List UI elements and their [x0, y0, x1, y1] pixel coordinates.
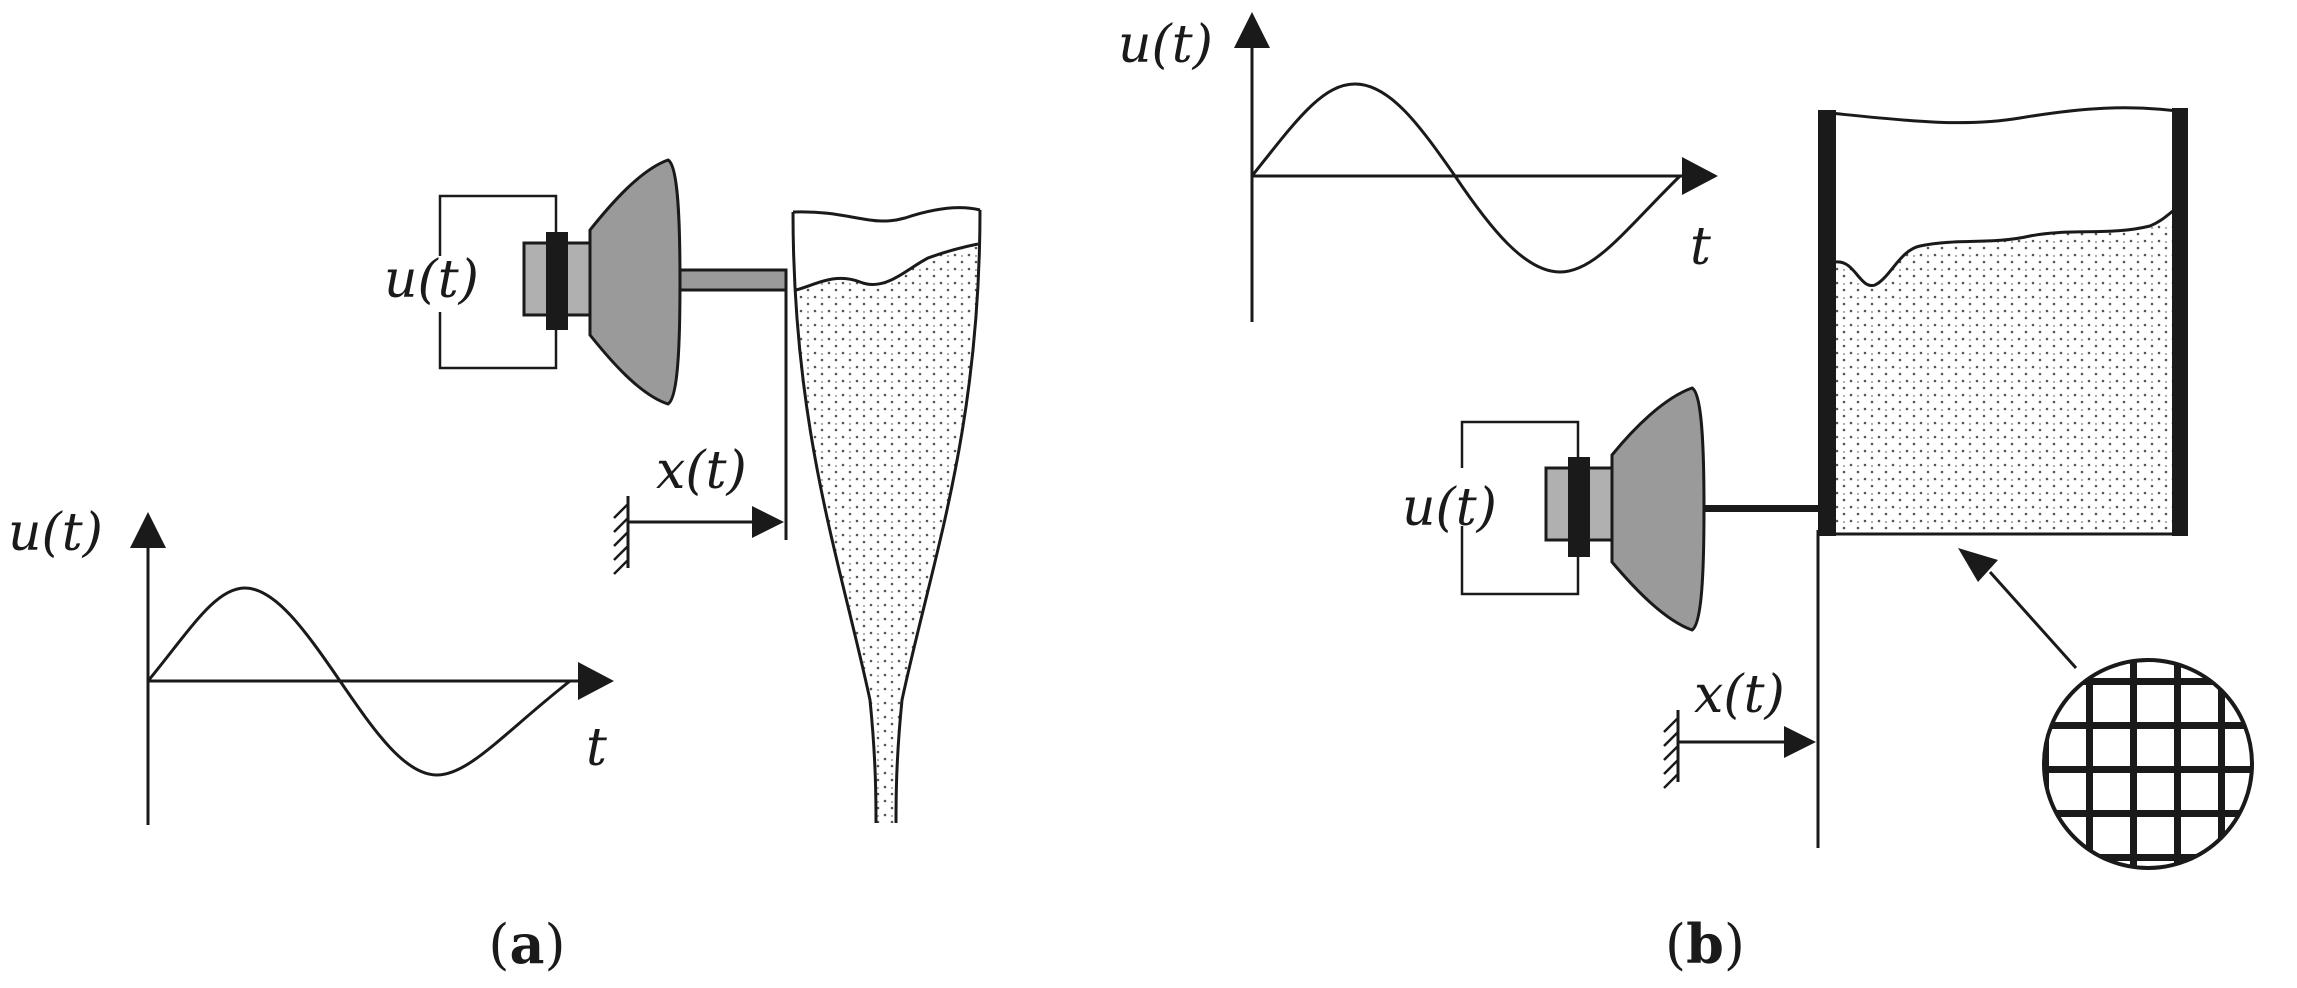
panel-b-mesh-circle: [2042, 658, 2254, 870]
panel-a-cone: [588, 158, 682, 406]
panel-a-wire-top: [438, 194, 558, 256]
panel-b-granular-fill: [1836, 212, 2181, 534]
panel-b-mesh-detail: [1958, 548, 2254, 870]
panel-b-container-rim: [1819, 106, 2185, 125]
panel-a-tube: [791, 206, 982, 824]
panel-b-container: [1818, 106, 2188, 536]
panel-a-wire-bottom: [438, 312, 558, 370]
panel-b-coil: [1568, 457, 1590, 557]
panel-b-container-left-wall: [1818, 110, 1836, 536]
panel-b-sine-wave: [1250, 82, 1682, 274]
panel-b-wire-top: [1460, 420, 1580, 468]
panel-a-push-rod: [678, 268, 788, 292]
panel-b-wire-bottom: [1460, 526, 1580, 596]
panel-b-push-rod: [1704, 505, 1820, 512]
panel-a-caption: (a): [488, 912, 565, 976]
panel-a-x-arrowhead: [578, 662, 614, 700]
panel-b-detail-arrow-shaft: [1988, 570, 2078, 670]
panel-b-graph-x-label: t: [1690, 217, 1711, 277]
panel-a-granular-surface: [795, 242, 979, 292]
panel-a-tube-rim: [792, 206, 981, 223]
panel-a-tube-left-wall: [791, 211, 878, 824]
panel-a-graph-x-label: t: [586, 718, 607, 778]
panel-b-y-arrowhead: [1234, 12, 1270, 48]
panel-a-sine-graph: u(t) t: [8, 503, 614, 825]
panel-a: u(t) t u(t) x(t): [8, 158, 982, 976]
panel-b-detail-arrowhead: [1958, 548, 1998, 582]
panel-b-displacement-label: x(t): [1694, 665, 1785, 725]
panel-a-displacement-arrowhead: [752, 506, 784, 538]
panel-b-ground-hatch: [1663, 717, 1679, 789]
panel-b-granular-surface: [1835, 208, 2175, 287]
panel-b-source-circuit: u(t): [1402, 420, 1580, 596]
panel-a-ground-hatch: [613, 503, 629, 575]
panel-a-shaker: [522, 158, 788, 406]
panel-b-sine-graph: u(t) t: [1118, 12, 1718, 322]
panel-a-displacement-label: x(t): [656, 441, 747, 501]
panel-a-sine-wave: [146, 586, 571, 777]
panel-a-graph-y-label: u(t): [8, 503, 103, 563]
panel-a-source-circuit: u(t): [384, 194, 558, 370]
panel-b-mesh-grid: [2044, 660, 2252, 868]
panel-b-displacement: x(t): [1663, 530, 1820, 848]
panel-a-source-label: u(t): [384, 250, 479, 310]
panel-b-container-right-wall: [2172, 108, 2188, 536]
panel-b-displacement-arrowhead: [1784, 726, 1816, 758]
panel-a-granular-fill: [796, 244, 978, 823]
panel-b-cone: [1610, 386, 1706, 632]
panel-b-graph-y-label: u(t): [1118, 15, 1213, 75]
panel-a-displacement: x(t): [613, 282, 788, 575]
panel-a-y-arrowhead: [130, 512, 166, 548]
panel-b-x-arrowhead: [1682, 157, 1718, 195]
panel-b-source-label: u(t): [1402, 478, 1497, 538]
panel-b: u(t) t u(t) x(t): [1118, 12, 2254, 976]
panel-a-coil: [546, 232, 568, 330]
panel-b-caption: (b): [1665, 912, 1745, 976]
panel-b-shaker: [1544, 386, 1820, 632]
panel-a-tube-right-wall: [894, 209, 982, 824]
